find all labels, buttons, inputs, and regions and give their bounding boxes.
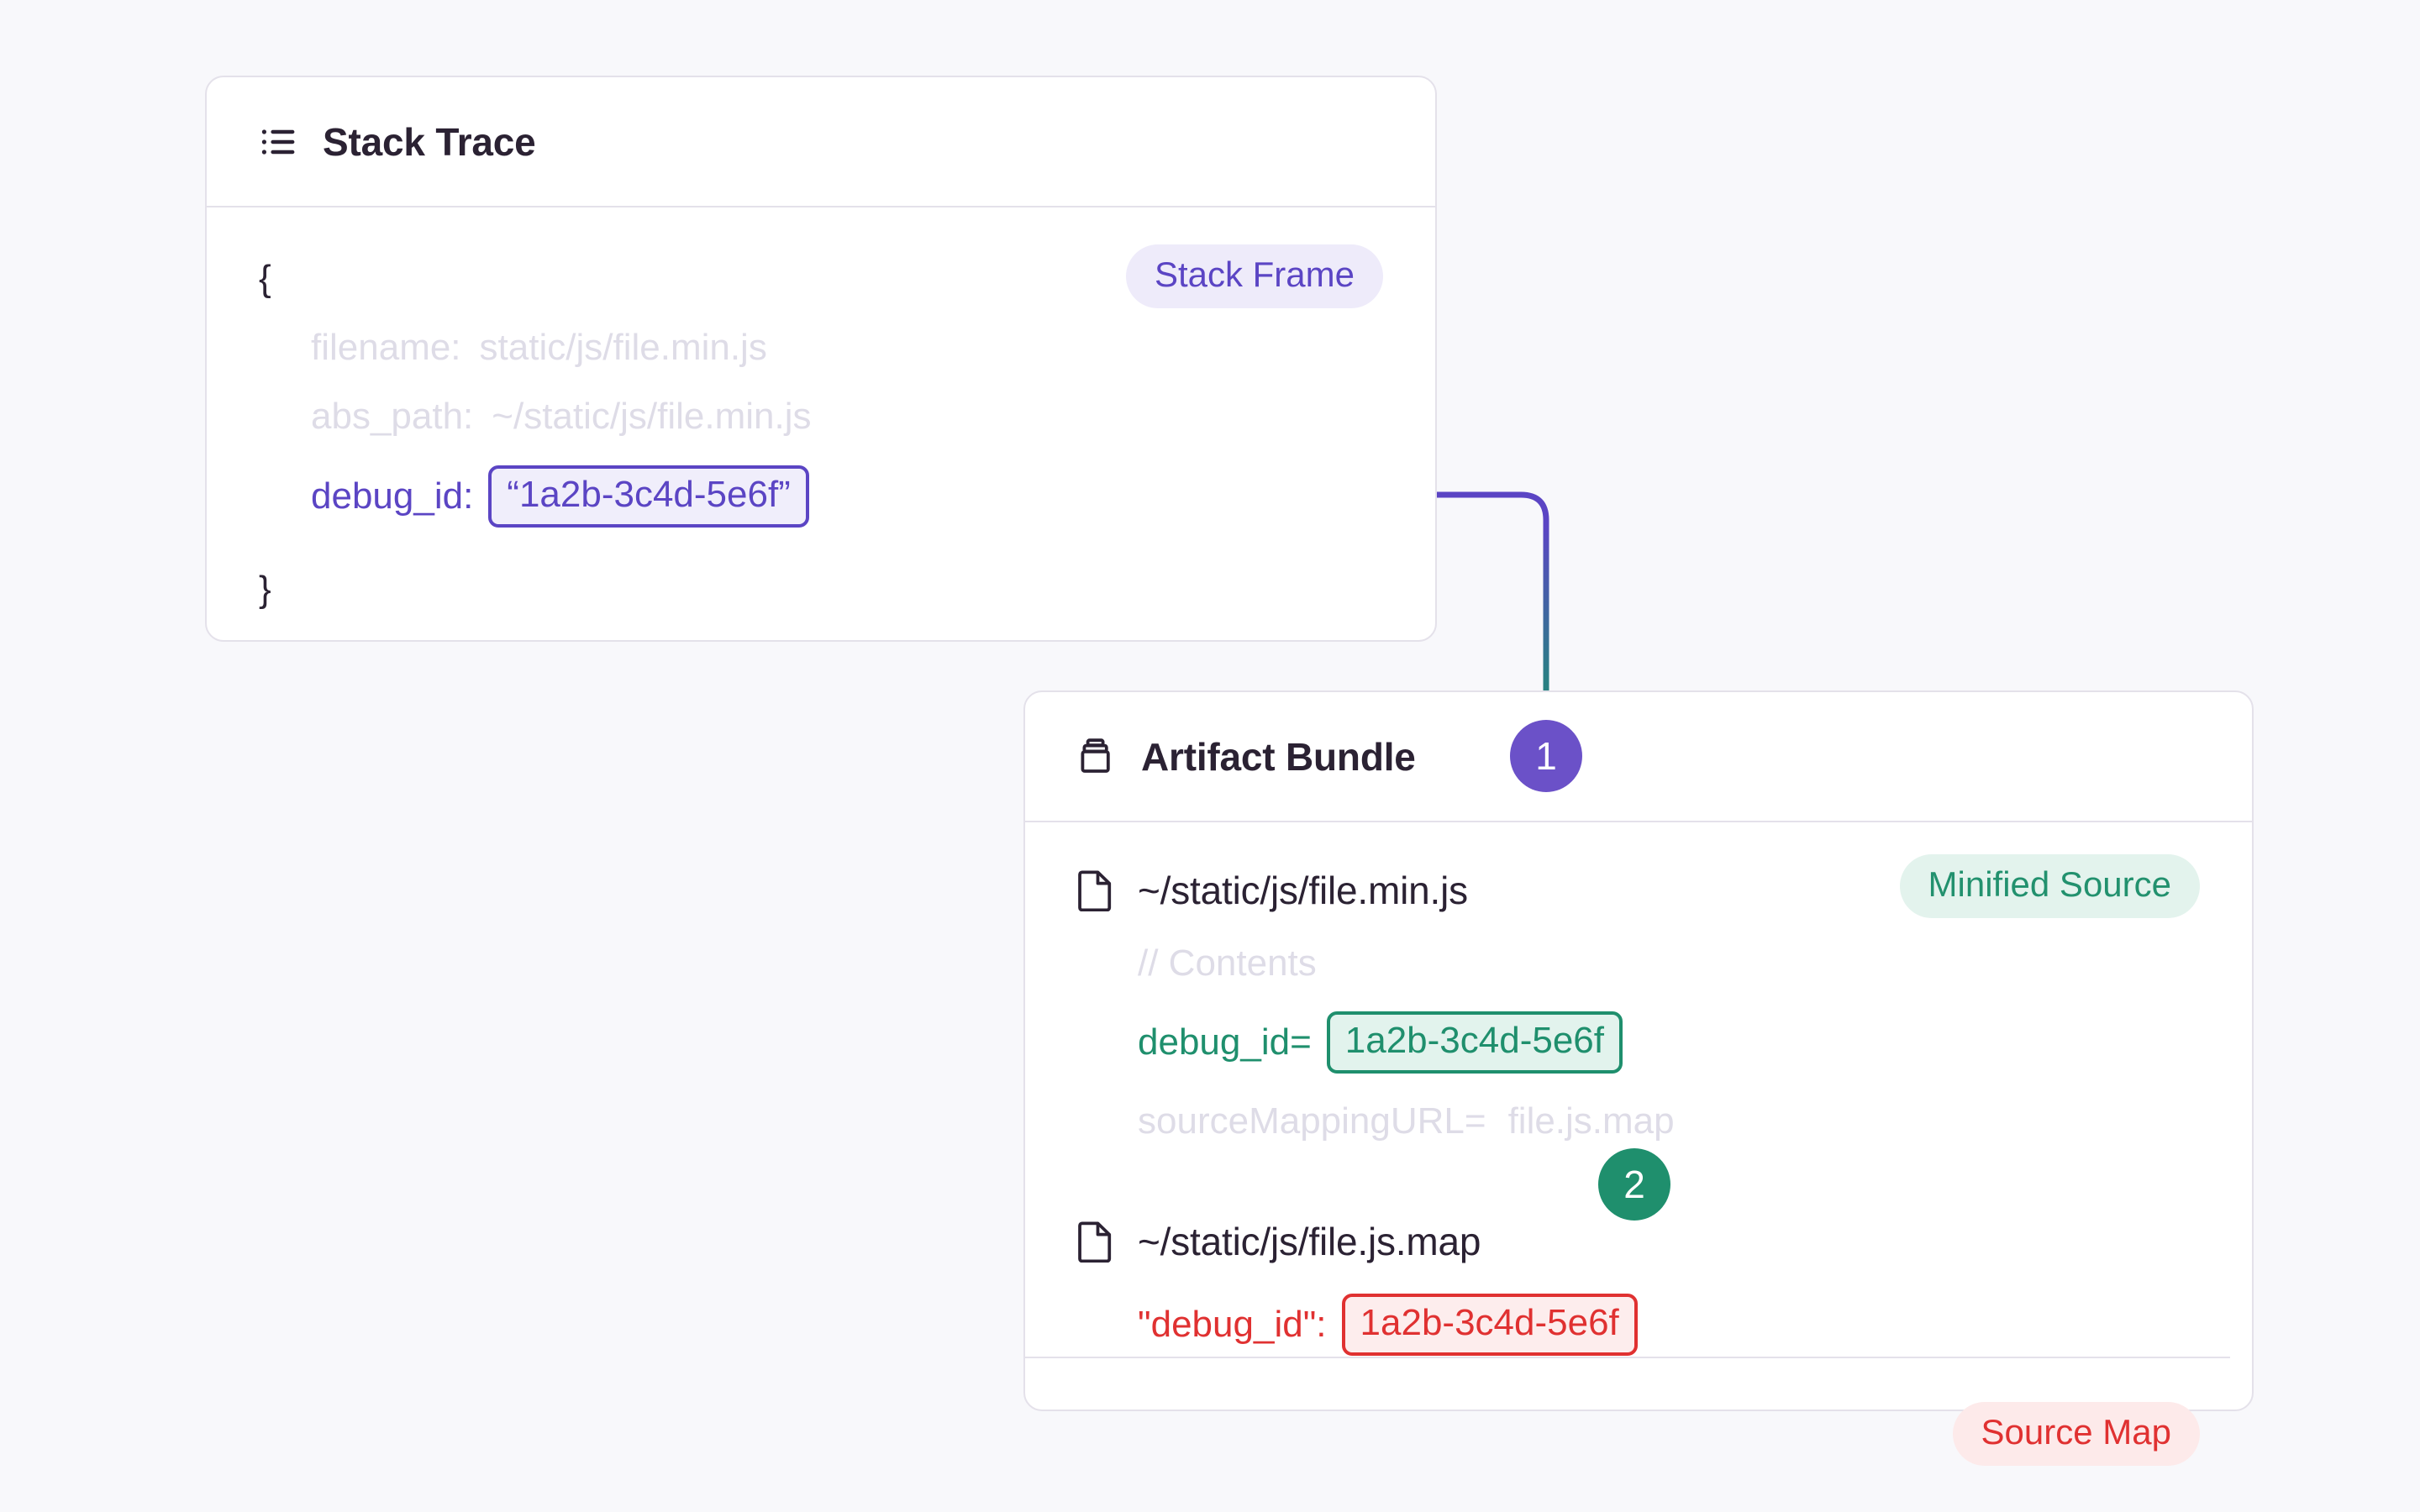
step-marker-2: 2 <box>1598 1148 1670 1221</box>
artifact-bundle-title: Artifact Bundle <box>1141 734 1416 779</box>
artifact-file-row-sourcemap[interactable]: ~/static/js/file.js.map <box>1077 1205 2200 1278</box>
artifact-bundle-card: Artifact Bundle Minified Source ~/static… <box>1023 690 2254 1466</box>
file-icon <box>1077 1221 1114 1263</box>
artifact-bundle-body: Minified Source ~/static/js/file.min.js … <box>1025 822 2252 1466</box>
field-abs-path: abs_path: ~/static/js/file.min.js <box>259 382 1383 451</box>
artifact-file-name-sourcemap: ~/static/js/file.js.map <box>1138 1220 1481 1263</box>
field-debug-id-key: debug_id: <box>311 475 474 517</box>
status-badge-minified-source: Minified Source <box>1899 854 2200 918</box>
minified-source-mapping-url-key: sourceMappingURL= <box>1138 1100 1486 1142</box>
list-icon <box>259 122 299 162</box>
field-filename-value: static/js/file.min.js <box>479 327 767 368</box>
stack-trace-header: Stack Trace <box>207 77 1435 207</box>
minified-source-mapping-url-value: file.js.map <box>1507 1100 1675 1142</box>
json-close-brace: } <box>259 569 271 610</box>
field-abs-path-key: abs_path: <box>311 396 474 437</box>
file-icon <box>1077 869 1114 911</box>
field-filename-key: filename: <box>311 327 461 368</box>
artifact-file-row-minified[interactable]: ~/static/js/file.min.js <box>1077 854 2200 927</box>
stack-trace-title: Stack Trace <box>323 119 536 164</box>
minified-contents-comment: // Contents <box>1077 927 2200 1000</box>
minified-debug-id-key: debug_id= <box>1138 1021 1312 1063</box>
stack-trace-body: Stack Frame { filename: static/js/file.m… <box>207 207 1435 624</box>
artifact-file-name-minified: ~/static/js/file.min.js <box>1138 869 1468 912</box>
minified-debug-id-value-highlight: 1a2b-3c4d-5e6f <box>1326 1011 1623 1074</box>
minified-debug-id-row: debug_id= 1a2b-3c4d-5e6f <box>1077 1000 2200 1084</box>
status-badge-source-map: Source Map <box>1952 1402 2200 1466</box>
debug-id-value-highlight: “1a2b-3c4d-5e6f” <box>488 465 809 528</box>
json-open-brace: { <box>259 258 271 299</box>
minified-source-mapping-url-row: sourceMappingURL= file.js.map <box>1077 1084 2200 1158</box>
minified-contents-comment-text: // Contents <box>1138 942 1317 984</box>
stack-trace-card: Stack Trace Stack Frame { filename: stat… <box>205 76 1437 642</box>
sourcemap-debug-id-key: "debug_id": <box>1138 1304 1327 1345</box>
step-marker-1: 1 <box>1510 720 1582 792</box>
field-filename: filename: static/js/file.min.js <box>259 313 1383 382</box>
artifact-bundle-header: Artifact Bundle <box>1025 692 2252 822</box>
field-debug-id: debug_id: “1a2b-3c4d-5e6f” <box>259 456 1383 537</box>
bundle-icon <box>1077 737 1118 777</box>
artifact-row-divider <box>1025 1357 2230 1358</box>
status-badge-stack-frame: Stack Frame <box>1125 244 1383 308</box>
sourcemap-debug-id-row: "debug_id": 1a2b-3c4d-5e6f <box>1077 1283 2200 1367</box>
sourcemap-debug-id-value-highlight: 1a2b-3c4d-5e6f <box>1341 1294 1638 1356</box>
field-abs-path-value: ~/static/js/file.min.js <box>492 396 812 437</box>
